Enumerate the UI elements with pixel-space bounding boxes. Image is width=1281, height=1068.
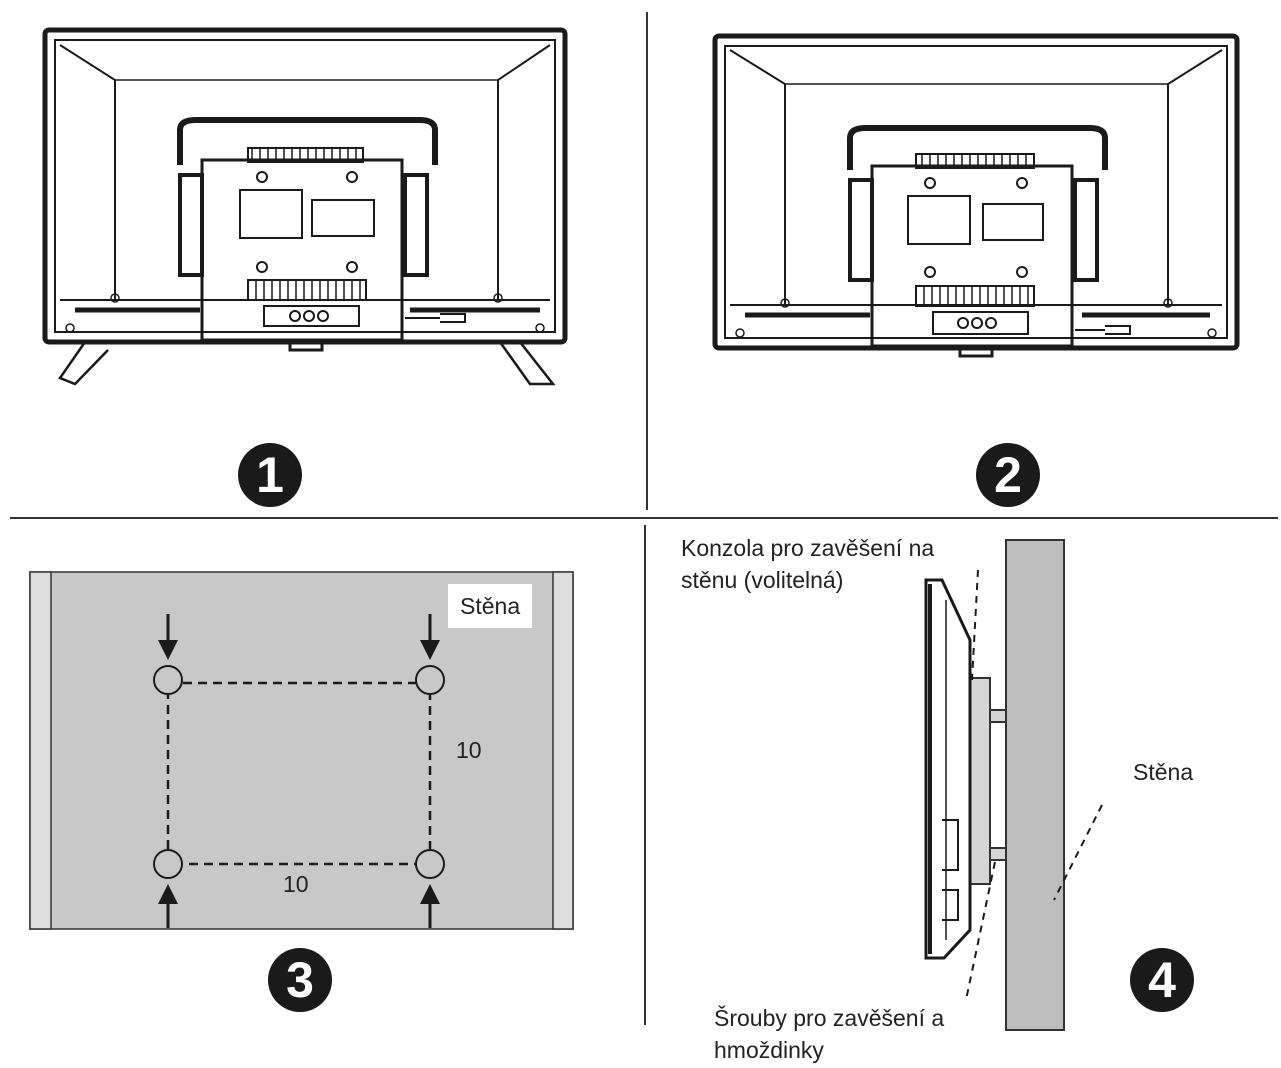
panel3-dimension-horizontal: 10 bbox=[283, 871, 309, 897]
panel4-wall-label: Stěna bbox=[1133, 759, 1194, 785]
mounting-hole-pattern bbox=[29, 571, 574, 930]
step-3-marker: 3 bbox=[268, 948, 332, 1012]
tv-back-without-stand bbox=[712, 33, 1240, 358]
panel4-screws-label: Šrouby pro zavěšení a hmoždinky bbox=[714, 1005, 945, 1063]
wall-mount-side-view bbox=[924, 539, 1103, 1031]
tv-back-with-stand bbox=[42, 27, 568, 386]
panel3-dimension-vertical: 10 bbox=[456, 737, 482, 763]
step-2-marker: 2 bbox=[976, 443, 1040, 507]
step-1-marker: 1 bbox=[238, 443, 302, 507]
panel3-wall-label: Stěna bbox=[448, 584, 533, 628]
panel4-bracket-label: Konzola pro zavěšení na stěnu (volitelná… bbox=[681, 535, 935, 593]
step-4-marker: 4 bbox=[1130, 948, 1194, 1012]
